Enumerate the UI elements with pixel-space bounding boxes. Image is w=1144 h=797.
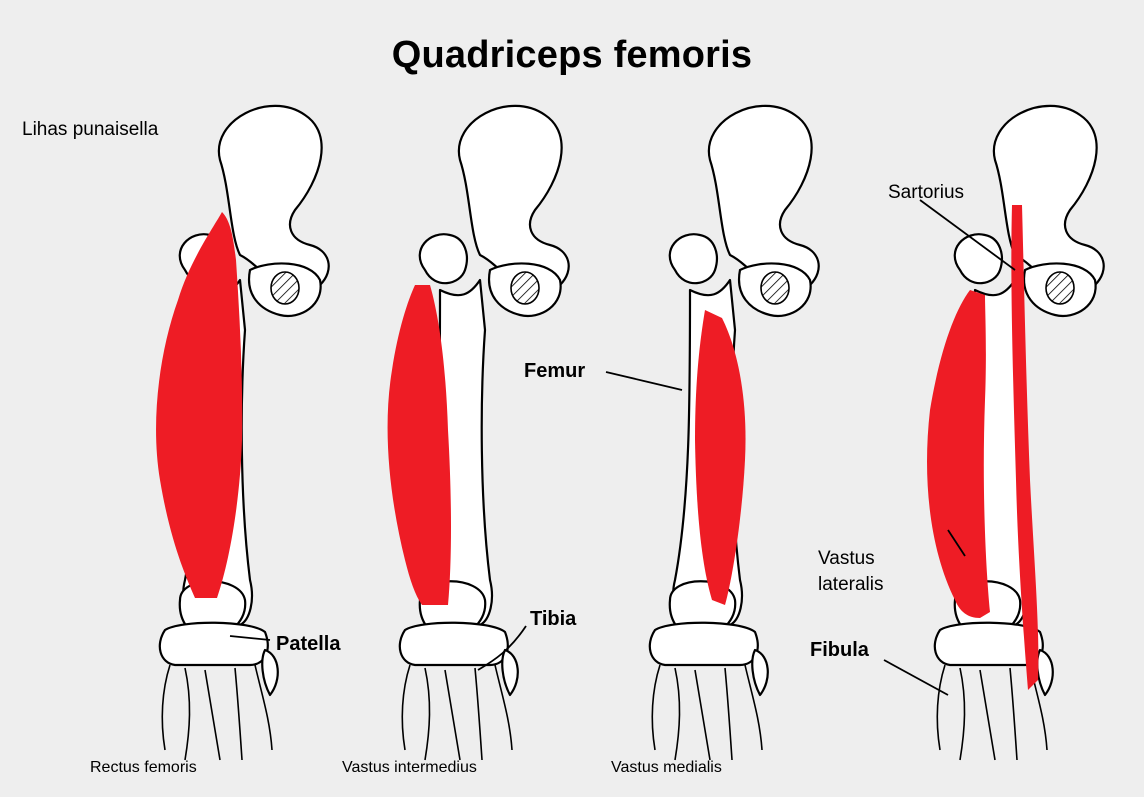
fibula-label: Fibula (810, 639, 869, 662)
patella-label: Patella (276, 633, 340, 656)
vastus-lateralis-muscle (927, 290, 990, 618)
vastus-lateralis-label: Vastus lateralis (818, 546, 883, 598)
caption-vastus-intermedius: Vastus intermedius (342, 759, 477, 777)
insertion-label: Lihas punaisella (22, 119, 158, 141)
caption-rectus-femoris: Rectus femoris (90, 759, 197, 777)
caption-vastus-medialis: Vastus medialis (611, 759, 722, 777)
femur-label: Femur (524, 360, 585, 383)
tibia-label: Tibia (530, 608, 576, 631)
diagram-title: Quadriceps femoris (0, 34, 1144, 77)
rectus-femoris-muscle (156, 212, 242, 598)
sartorius-label: Sartorius (888, 182, 964, 204)
